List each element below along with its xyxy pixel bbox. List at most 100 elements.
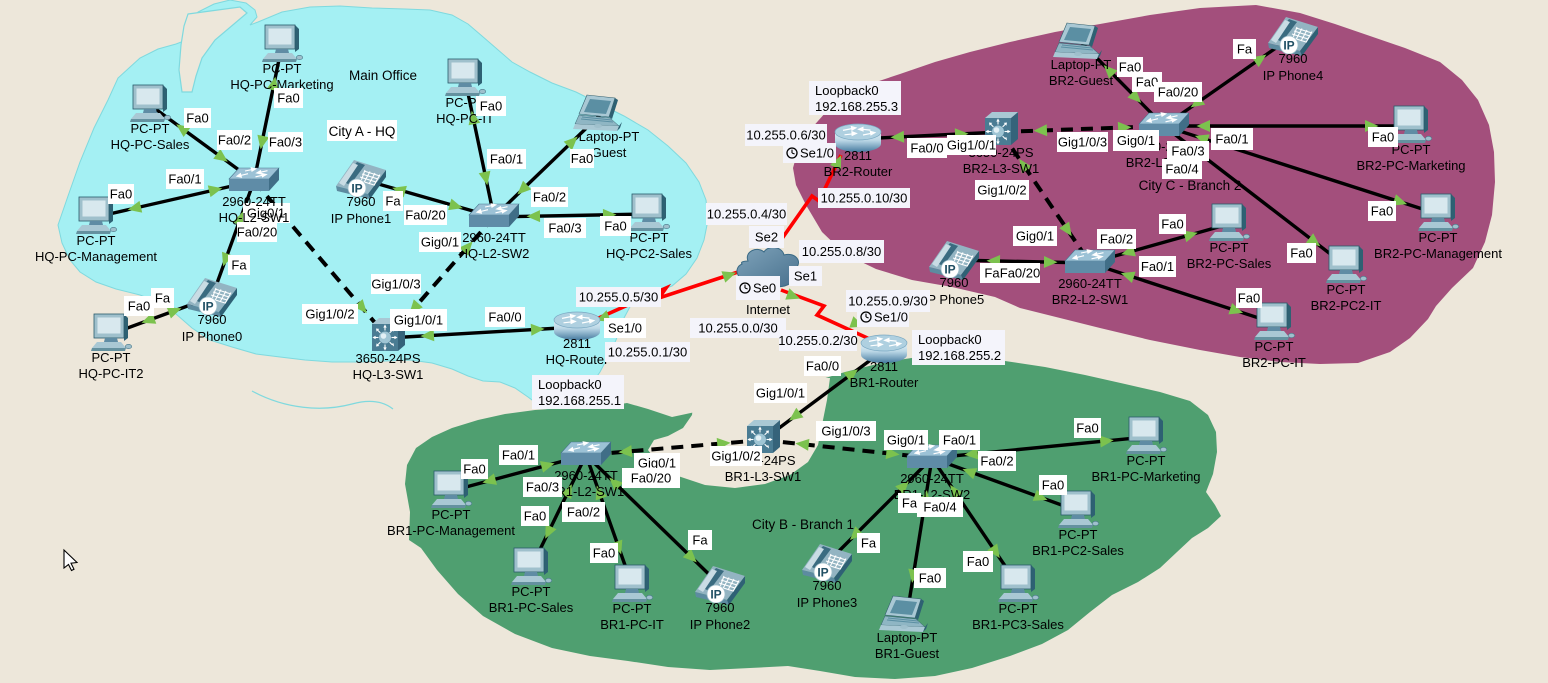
svg-text:PC-PT: PC-PT: [432, 507, 471, 522]
svg-text:Fa0/2: Fa0/2: [980, 454, 1013, 469]
svg-text:PC-PT: PC-PT: [1392, 142, 1431, 157]
svg-text:10.255.0.0/30: 10.255.0.0/30: [698, 321, 778, 336]
svg-text:Fa0/20: Fa0/20: [1158, 85, 1198, 100]
svg-text:Fa0/1: Fa0/1: [1141, 259, 1174, 274]
svg-text:Se0: Se0: [753, 281, 776, 296]
svg-text:HQ-PC-IT2: HQ-PC-IT2: [79, 366, 144, 381]
svg-text:Fa0/4: Fa0/4: [923, 500, 956, 515]
svg-text:Fa: Fa: [385, 194, 401, 209]
svg-text:7960: 7960: [1279, 51, 1308, 66]
svg-text:3650-24PS: 3650-24PS: [355, 351, 420, 366]
svg-text:2960-24TT: 2960-24TT: [1058, 276, 1122, 291]
svg-text:BR2-PC-IT: BR2-PC-IT: [1242, 355, 1306, 370]
svg-text:Fa0/2: Fa0/2: [567, 505, 600, 520]
svg-text:HQ-L2-SW2: HQ-L2-SW2: [459, 246, 530, 261]
svg-text:10.255.0.2/30: 10.255.0.2/30: [778, 333, 858, 348]
svg-text:Fa0: Fa0: [919, 571, 941, 586]
svg-text:Fa0/20: Fa0/20: [237, 225, 277, 240]
svg-text:PC-PT: PC-PT: [1059, 527, 1098, 542]
svg-text:Loopback0: Loopback0: [815, 83, 879, 98]
svg-text:IP Phone1: IP Phone1: [331, 211, 391, 226]
svg-text:10.255.0.1/30: 10.255.0.1/30: [608, 345, 688, 360]
svg-text:10.255.0.4/30: 10.255.0.4/30: [707, 207, 787, 222]
svg-text:Fa0/0: Fa0/0: [806, 359, 839, 374]
svg-text:Fa: Fa: [902, 496, 918, 511]
svg-text:HQ-PC2-Sales: HQ-PC2-Sales: [606, 246, 692, 261]
svg-text:Fa0: Fa0: [1042, 478, 1064, 493]
svg-text:Fa0: Fa0: [967, 554, 989, 569]
svg-text:PC-PT: PC-PT: [1127, 453, 1166, 468]
svg-text:10.255.0.5/30: 10.255.0.5/30: [579, 290, 659, 305]
svg-text:Fa0/2: Fa0/2: [1100, 232, 1133, 247]
svg-text:Fa: Fa: [1237, 42, 1253, 57]
svg-text:PC-PT: PC-PT: [1210, 240, 1249, 255]
svg-text:Fa0/0: Fa0/0: [488, 310, 521, 325]
svg-text:7960: 7960: [347, 194, 376, 209]
svg-text:10.255.0.8/30: 10.255.0.8/30: [802, 244, 882, 259]
svg-text:Fa0/20: Fa0/20: [631, 471, 671, 486]
svg-text:7960: 7960: [813, 578, 842, 593]
svg-text:BR2-Router: BR2-Router: [824, 164, 893, 179]
svg-text:BR1-Guest: BR1-Guest: [875, 646, 940, 661]
svg-text:Loopback0: Loopback0: [538, 377, 602, 392]
svg-text:PC-PT: PC-PT: [92, 350, 131, 365]
svg-text:Fa0/1: Fa0/1: [502, 448, 535, 463]
svg-text:Laptop-PT: Laptop-PT: [1051, 57, 1112, 72]
svg-text:Gig1/0/1: Gig1/0/1: [756, 386, 805, 401]
svg-text:BR1-Router: BR1-Router: [850, 375, 919, 390]
svg-text:BR2-PC-Management: BR2-PC-Management: [1374, 246, 1502, 261]
svg-text:Fa0: Fa0: [480, 99, 502, 114]
svg-text:Se1: Se1: [794, 269, 817, 284]
svg-text:Fa0: Fa0: [1136, 75, 1158, 90]
svg-text:Fa0/1: Fa0/1: [1215, 132, 1248, 147]
svg-text:Se2: Se2: [755, 230, 778, 245]
svg-text:Fa0/1: Fa0/1: [168, 172, 201, 187]
svg-text:2811: 2811: [870, 359, 898, 374]
svg-text:Gig0/1: Gig0/1: [638, 456, 676, 471]
svg-text:Internet: Internet: [746, 302, 790, 317]
svg-text:Fa0: Fa0: [1161, 217, 1183, 232]
svg-text:Fa: Fa: [231, 258, 247, 273]
svg-text:10.255.0.10/30: 10.255.0.10/30: [821, 191, 908, 206]
svg-text:IP Phone5: IP Phone5: [924, 292, 984, 307]
svg-text:Fa0: Fa0: [1238, 291, 1260, 306]
svg-text:Fa0: Fa0: [186, 111, 208, 126]
svg-text:City C - Branch 2: City C - Branch 2: [1139, 178, 1242, 193]
svg-text:192.168.255.3: 192.168.255.3: [815, 99, 898, 114]
svg-text:10.255.0.9/30: 10.255.0.9/30: [848, 294, 928, 309]
svg-text:Gig1/0/3: Gig1/0/3: [1058, 135, 1107, 150]
svg-text:Gig1/0/2: Gig1/0/2: [711, 449, 760, 464]
svg-text:PC-PT: PC-PT: [1255, 339, 1294, 354]
svg-text:Fa0: Fa0: [593, 546, 615, 561]
svg-text:HQ-L3-SW1: HQ-L3-SW1: [353, 367, 424, 382]
svg-text:Fa0/3: Fa0/3: [269, 135, 302, 150]
svg-text:IP Phone3: IP Phone3: [797, 595, 857, 610]
svg-text:HQ-PC-Management: HQ-PC-Management: [35, 249, 157, 264]
svg-text:7960: 7960: [198, 312, 227, 327]
svg-text:HQ-Router: HQ-Router: [546, 352, 610, 367]
svg-text:PC-PT: PC-PT: [263, 61, 302, 76]
svg-text:Fa0/4: Fa0/4: [1165, 162, 1198, 177]
svg-text:Main Office: Main Office: [349, 68, 417, 83]
svg-text:10.255.0.6/30: 10.255.0.6/30: [746, 128, 826, 143]
svg-text:Fa0: Fa0: [604, 219, 626, 234]
svg-text:192.168.255.2: 192.168.255.2: [918, 348, 1001, 363]
svg-text:Fa0/20: Fa0/20: [405, 208, 445, 223]
svg-text:Fa0/0: Fa0/0: [910, 141, 943, 156]
svg-text:Guest: Guest: [592, 145, 627, 160]
svg-text:Fa0: Fa0: [1372, 130, 1394, 145]
svg-text:Fa0/2: Fa0/2: [533, 190, 566, 205]
svg-text:2811: 2811: [844, 148, 872, 163]
svg-text:Fa0/3: Fa0/3: [548, 221, 581, 236]
svg-text:2960-24TT: 2960-24TT: [900, 471, 964, 486]
svg-text:PC-PT: PC-PT: [613, 601, 652, 616]
svg-text:2811: 2811: [563, 336, 591, 351]
svg-text:PC-PT: PC-PT: [999, 601, 1038, 616]
svg-text:BR1-PC2-Sales: BR1-PC2-Sales: [1032, 543, 1124, 558]
svg-text:Fa0/3: Fa0/3: [1171, 144, 1204, 159]
svg-text:Gig1/0/3: Gig1/0/3: [821, 424, 870, 439]
svg-text:Gig0/1: Gig0/1: [887, 433, 925, 448]
svg-text:Fa: Fa: [692, 533, 708, 548]
svg-text:Loopback0: Loopback0: [918, 332, 982, 347]
svg-text:BR2-L2-SW1: BR2-L2-SW1: [1052, 292, 1129, 307]
